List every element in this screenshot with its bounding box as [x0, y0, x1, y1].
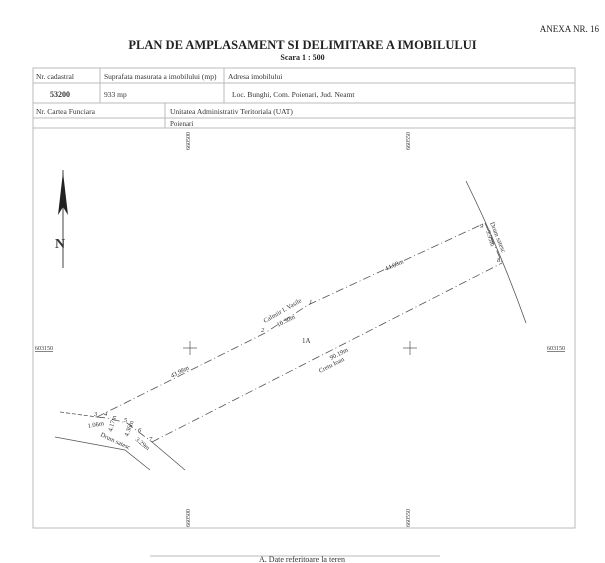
cadastral-label: Nr. cadastral [36, 72, 74, 81]
point-labels: 1 2 3 4 5 6 7 8 9 [93, 223, 501, 443]
point-label: 1 [309, 299, 312, 306]
grid-y-label: 603150 [547, 346, 565, 352]
grid-x-label: 660550 [406, 509, 412, 527]
scale-label: Scara 1 : 500 [280, 53, 325, 62]
point-label: 7 [149, 436, 153, 443]
page-title: PLAN DE AMPLASAMENT SI DELIMITARE A IMOB… [128, 38, 477, 52]
distance-label: 1.06m [87, 420, 104, 430]
cf-label: Nr. Cartea Funciara [36, 107, 96, 116]
uat-label: Unitatea Administrativ Teritoriala (UAT) [170, 107, 293, 116]
grid-y-label: 603150 [35, 346, 53, 352]
annex-label: ANEXA NR. 16 [539, 24, 599, 34]
grid-x-label: 660550 [406, 132, 412, 150]
parcel-label: 1A [302, 337, 311, 345]
road-lines [54, 180, 527, 471]
table-grid [32, 67, 576, 557]
point-label: 3 [93, 411, 98, 418]
point-label: 2 [261, 327, 265, 334]
parcel-boundary [96, 222, 503, 443]
north-arrow-icon [58, 170, 68, 268]
point-label: 8 [497, 257, 501, 264]
address-label: Adresa imobilului [228, 72, 282, 81]
grid-cross [183, 341, 417, 355]
area-label: Suprafata masurata a imobilului (mp) [104, 72, 217, 81]
point-label: 9 [480, 223, 484, 230]
distance-label: 9.95m [484, 229, 496, 247]
distance-label: 43.98m [170, 365, 191, 380]
point-label: 4 [104, 411, 108, 418]
grid-x-label: 660500 [186, 509, 192, 527]
distance-label: 44.69m [384, 258, 405, 272]
point-label: 6 [138, 427, 142, 434]
north-label: N [55, 237, 65, 252]
point-label: 5 [124, 417, 128, 424]
area-value: 933 mp [104, 90, 127, 99]
distance-label: 4.17m [107, 415, 118, 433]
uat-value: Poienari [170, 120, 193, 128]
section-title: A. Date referitoare la teren [259, 555, 345, 563]
grid-x-label: 660500 [186, 132, 192, 150]
address-value: Loc. Bunghi, Com. Poienari, Jud. Neamt [232, 90, 355, 99]
cadastral-value: 53200 [50, 90, 70, 99]
